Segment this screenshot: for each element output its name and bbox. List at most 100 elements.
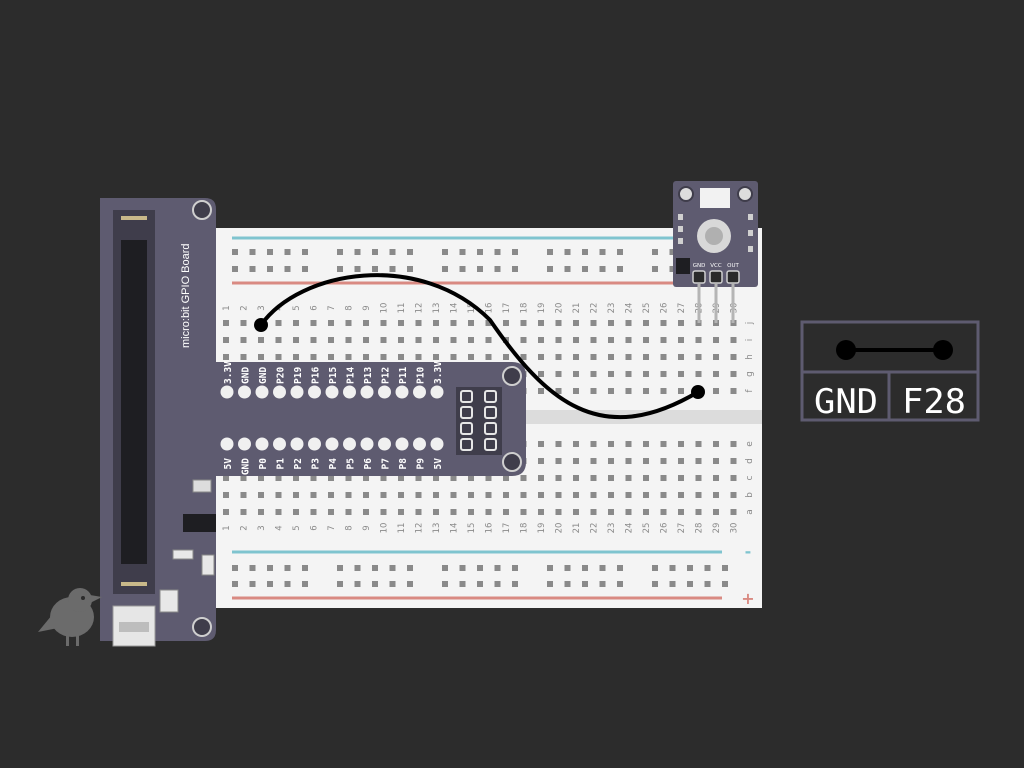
gpio-pin[interactable] — [378, 437, 391, 451]
breadboard-hole — [730, 354, 737, 360]
breadboard-hole — [695, 458, 702, 464]
header-pin[interactable] — [460, 390, 473, 403]
rail-hole — [652, 266, 658, 272]
gpio-pin[interactable] — [343, 437, 356, 451]
row-letter: e — [745, 441, 755, 447]
gpio-pin[interactable] — [360, 437, 374, 451]
breadboard-hole — [660, 337, 667, 343]
gpio-pin[interactable] — [255, 437, 269, 451]
column-number: 12 — [415, 523, 425, 534]
gpio-pin[interactable] — [255, 385, 269, 399]
breadboard-hole — [608, 320, 614, 326]
breadboard-hole — [660, 388, 667, 394]
breadboard-hole — [660, 475, 667, 481]
header-pin[interactable] — [484, 406, 497, 419]
breadboard-hole — [643, 441, 649, 447]
gpio-pin-label: P9 — [416, 458, 427, 470]
breadboard-hole — [520, 354, 527, 360]
gpio-pin[interactable] — [413, 385, 426, 399]
gpio-pin[interactable] — [413, 437, 426, 451]
column-number: 27 — [677, 523, 687, 534]
row-letter: h — [745, 354, 755, 360]
breadboard-hole — [695, 475, 702, 481]
breadboard-hole — [538, 458, 544, 464]
rail-hole — [442, 249, 448, 255]
breadboard-hole — [730, 441, 737, 447]
column-number: 22 — [590, 303, 600, 314]
breadboard-hole — [275, 492, 282, 498]
legend-wire-end-right — [933, 340, 953, 360]
rail-hole — [599, 249, 606, 255]
gpio-pin-label: GND — [241, 458, 252, 475]
breadboard-hole — [695, 441, 702, 447]
breadboard-hole — [485, 509, 492, 515]
wire-end-f28[interactable] — [691, 385, 705, 399]
rail-hole — [669, 565, 676, 571]
breadboard-hole — [363, 475, 369, 481]
header-pin[interactable] — [484, 438, 497, 451]
breadboard-hole — [363, 492, 369, 498]
gpio-pin[interactable] — [273, 385, 286, 399]
smd-component — [192, 479, 212, 493]
gpio-pin[interactable] — [360, 385, 374, 399]
jumper-wire[interactable] — [259, 273, 700, 420]
breadboard-hole — [503, 475, 509, 481]
breadboard-hole — [293, 354, 299, 360]
gpio-pin-label: P0 — [258, 458, 269, 470]
header-pin[interactable] — [484, 422, 497, 435]
breadboard-hole — [590, 354, 597, 360]
sensor-pad — [748, 214, 753, 220]
gpio-pin[interactable] — [430, 437, 444, 451]
gpio-pin[interactable] — [325, 385, 339, 399]
breadboard-hole — [275, 509, 282, 515]
column-number: 6 — [310, 525, 320, 530]
wire-end-j3[interactable] — [254, 318, 268, 332]
column-number: 15 — [467, 303, 477, 314]
breadboard-hole — [415, 337, 422, 343]
rail-hole — [337, 581, 343, 587]
gpio-pin[interactable] — [430, 385, 444, 399]
rail-hole — [652, 581, 658, 587]
gpio-pin[interactable] — [378, 385, 391, 399]
gpio-pin[interactable] — [220, 385, 234, 399]
sensor-pin-header — [692, 270, 706, 284]
gpio-pin[interactable] — [395, 437, 409, 451]
rail-hole — [284, 581, 291, 587]
breadboard-hole — [555, 475, 562, 481]
gpio-pin[interactable] — [290, 437, 304, 451]
rail-hole — [337, 266, 343, 272]
column-number: 9 — [362, 305, 372, 310]
rail-hole — [722, 581, 728, 587]
gpio-pin[interactable] — [308, 385, 321, 399]
gpio-pin[interactable] — [220, 437, 234, 451]
mount-hole-bottom — [192, 617, 212, 637]
breadboard-hole — [678, 354, 684, 360]
gpio-pin[interactable] — [290, 385, 304, 399]
gpio-pin[interactable] — [238, 437, 251, 451]
gpio-pin[interactable] — [395, 385, 409, 399]
header-pin[interactable] — [460, 406, 473, 419]
breadboard-hole — [678, 492, 684, 498]
row-letter: b — [745, 492, 755, 498]
header-pin[interactable] — [484, 390, 497, 403]
gpio-pin[interactable] — [308, 437, 321, 451]
breadboard-hole — [468, 337, 474, 343]
gpio-pin[interactable] — [343, 385, 356, 399]
column-number: 16 — [485, 523, 495, 534]
gpio-pin[interactable] — [273, 437, 286, 451]
gpio-pin[interactable] — [238, 385, 251, 399]
sensor-pin-header — [726, 270, 740, 284]
breadboard-hole — [503, 354, 509, 360]
breadboard-hole — [590, 320, 597, 326]
header-pin[interactable] — [460, 422, 473, 435]
gpio-pin[interactable] — [325, 437, 339, 451]
rail-hole — [459, 266, 466, 272]
rail-hole — [389, 565, 396, 571]
header-pin[interactable] — [460, 438, 473, 451]
rail-hole — [389, 581, 396, 587]
breadboard-hole — [555, 509, 562, 515]
breadboard-hole — [380, 354, 387, 360]
breadboard-hole — [678, 371, 684, 377]
breadboard-hole — [555, 337, 562, 343]
